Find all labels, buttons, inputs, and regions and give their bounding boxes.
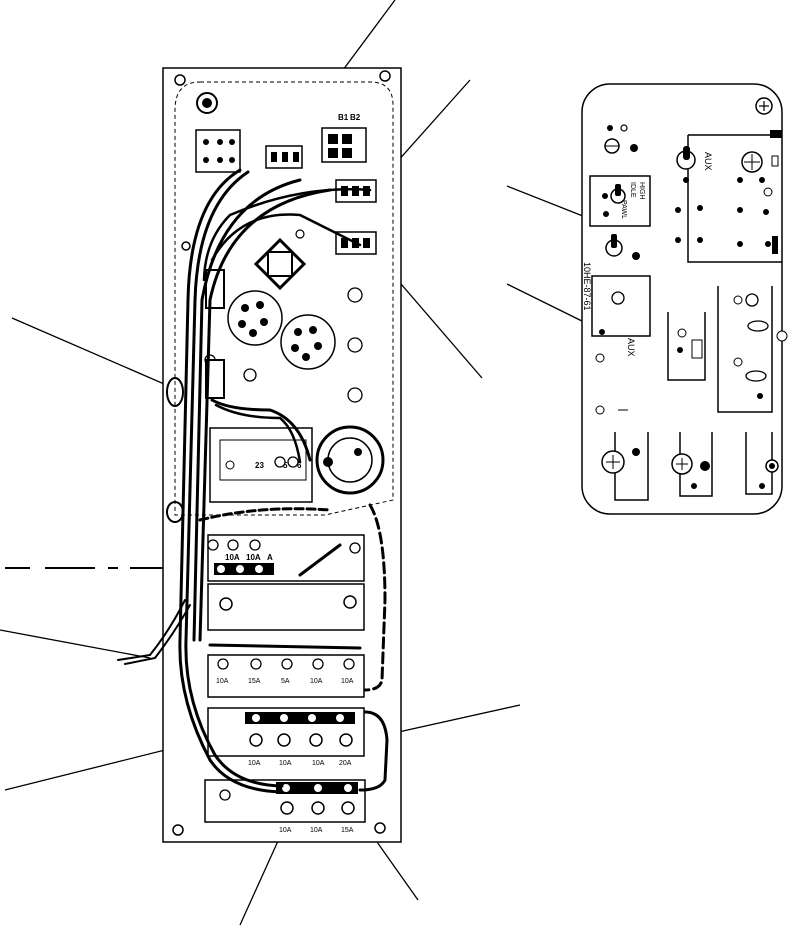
aux-toggle-switch-lower[interactable] <box>605 234 640 260</box>
aux-label: AUX <box>703 152 713 171</box>
switch-cutout <box>717 286 773 413</box>
lamp-cutout-3 <box>745 432 779 495</box>
lamp-cutout-2 <box>671 432 713 497</box>
indicator-hole-icon <box>347 287 363 303</box>
key-switch-connector <box>195 92 241 173</box>
mount-hole-icon <box>172 824 184 836</box>
terminal-label: 5 <box>283 461 288 470</box>
fuse-block-row-4: 10A 10A 15A <box>204 779 366 834</box>
buzzer <box>315 425 385 495</box>
switch-label-high: HIGH <box>638 182 645 200</box>
harness-clamp-icon <box>166 377 184 407</box>
aux-module: AUX <box>591 275 651 357</box>
fuse-label: 10A <box>248 760 261 767</box>
relay-label-b2: B2 <box>350 113 361 122</box>
wire-harness <box>117 168 389 794</box>
fuse-label: 10A <box>279 827 292 834</box>
fuse-label: 10A <box>225 553 240 562</box>
indicator-hole-icon <box>347 337 363 353</box>
relay-label-b1: B1 <box>338 113 349 122</box>
leader-line-right-panel-b <box>506 283 591 326</box>
rotary-switch-b <box>280 314 336 370</box>
diamond-connector <box>253 229 307 291</box>
part-code-label: 10HE-87-61 <box>582 262 592 311</box>
fuse-label: 10A <box>310 827 323 834</box>
fuse-label: 10A <box>310 678 323 685</box>
right-panel: AUX HIGH IDLE PAWL 10HE-87-61 <box>581 83 788 515</box>
fuse-label: 10A <box>312 760 325 767</box>
relay-b-block: B1 B2 <box>321 113 367 163</box>
indicator-hole-icon <box>347 387 363 403</box>
fuse-label: 5A <box>281 678 290 685</box>
mount-hole-icon <box>174 74 186 86</box>
leader-lines <box>0 0 599 926</box>
fuse-label: 10A <box>341 678 354 685</box>
fuse-label: A <box>267 553 273 562</box>
leader-line-left-b <box>0 629 151 659</box>
fuse-block-row-3: 10A 10A 10A 20A <box>207 707 365 767</box>
terminal-label: 6 <box>297 461 302 470</box>
rotary-switch-a <box>227 290 283 346</box>
leader-line-bottom-a <box>239 829 284 926</box>
nut-center-icon <box>202 98 212 108</box>
lamp-cutout-1 <box>601 432 649 501</box>
fuse-label: 20A <box>339 760 352 767</box>
side-connector <box>205 359 225 399</box>
relay-box-row-1: 10A 10A A <box>207 534 365 582</box>
aux-toggle-switch[interactable]: AUX <box>676 146 713 171</box>
fuse-label: 10A <box>279 760 292 767</box>
switch-label-idle: IDLE <box>629 182 636 198</box>
leader-line-left-c <box>4 744 186 791</box>
fuse-label: 15A <box>248 678 261 685</box>
left-panel: B1 B2 <box>117 67 402 843</box>
switch-label-pawl: PAWL <box>620 200 627 219</box>
mount-hole-icon <box>374 822 386 834</box>
mount-hole-icon <box>181 241 191 251</box>
indicator-hole-icon <box>243 368 257 382</box>
fuse-label: 10A <box>246 553 261 562</box>
high-idle-switch-module[interactable]: HIGH IDLE PAWL <box>589 175 651 227</box>
terminal-strip: 23 5 6 <box>209 427 313 503</box>
aux-label-side: AUX <box>626 338 636 357</box>
harness-clamp-icon <box>166 501 184 523</box>
fuse-label: 10A <box>216 678 229 685</box>
switch-cutout <box>667 312 706 381</box>
leader-line-left-a <box>11 317 179 391</box>
terminal-label: 23 <box>255 461 264 470</box>
relay-box-row-2 <box>207 583 365 631</box>
leader-line-right-d <box>384 704 521 736</box>
fuse-label: 15A <box>341 827 354 834</box>
mount-hole-icon <box>379 70 391 82</box>
fuse-block-row-2: 10A 15A 5A 10A 10A <box>207 654 365 698</box>
